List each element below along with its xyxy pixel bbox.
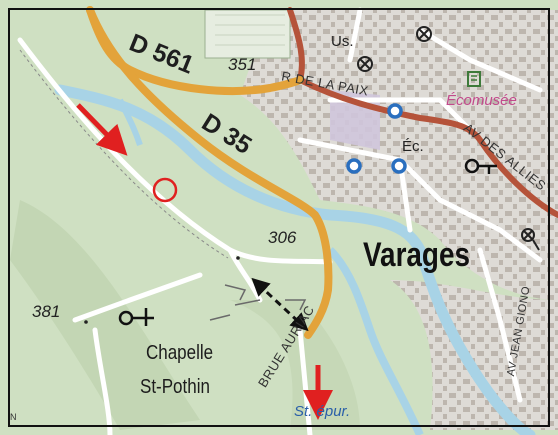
elevation-label: 351 (228, 55, 257, 74)
chapel-icon (118, 308, 154, 326)
monument-cross-icon (521, 228, 540, 251)
urban-area (240, 10, 558, 300)
place-label-station: St. épur. (294, 403, 351, 420)
elevation-label: 306 (268, 228, 297, 247)
chapel-label-line1: Chapelle (146, 342, 214, 364)
distance-arrow (251, 277, 309, 332)
field (204, 9, 291, 59)
elevation-label: 381 (32, 302, 61, 321)
town-label: Varages (363, 236, 470, 274)
edge-letter: N (10, 412, 17, 422)
cliff-marks (209, 284, 307, 321)
marked-point-circle (152, 177, 178, 203)
secondary-roads (287, 7, 558, 218)
place-label-us: Us. (331, 33, 354, 50)
bus-stop-icon (346, 158, 362, 174)
bus-stop-icon (391, 158, 407, 174)
viewpoint-icon (464, 158, 497, 174)
museum-icon (467, 71, 481, 87)
river (54, 84, 536, 435)
chapel-label-line2: St-Pothin (140, 376, 210, 398)
bus-stop-icon (387, 103, 403, 119)
landmark-cross-icon (357, 56, 373, 72)
place-label-ec: Éc. (402, 138, 424, 155)
direction-arrow-top (76, 103, 128, 156)
main-roads (86, 6, 333, 339)
river-branch (327, 247, 424, 435)
landmark-cross-icon (416, 26, 432, 42)
hillside-shade (10, 200, 200, 430)
place-label-ecomusee: Écomusée (446, 92, 517, 109)
